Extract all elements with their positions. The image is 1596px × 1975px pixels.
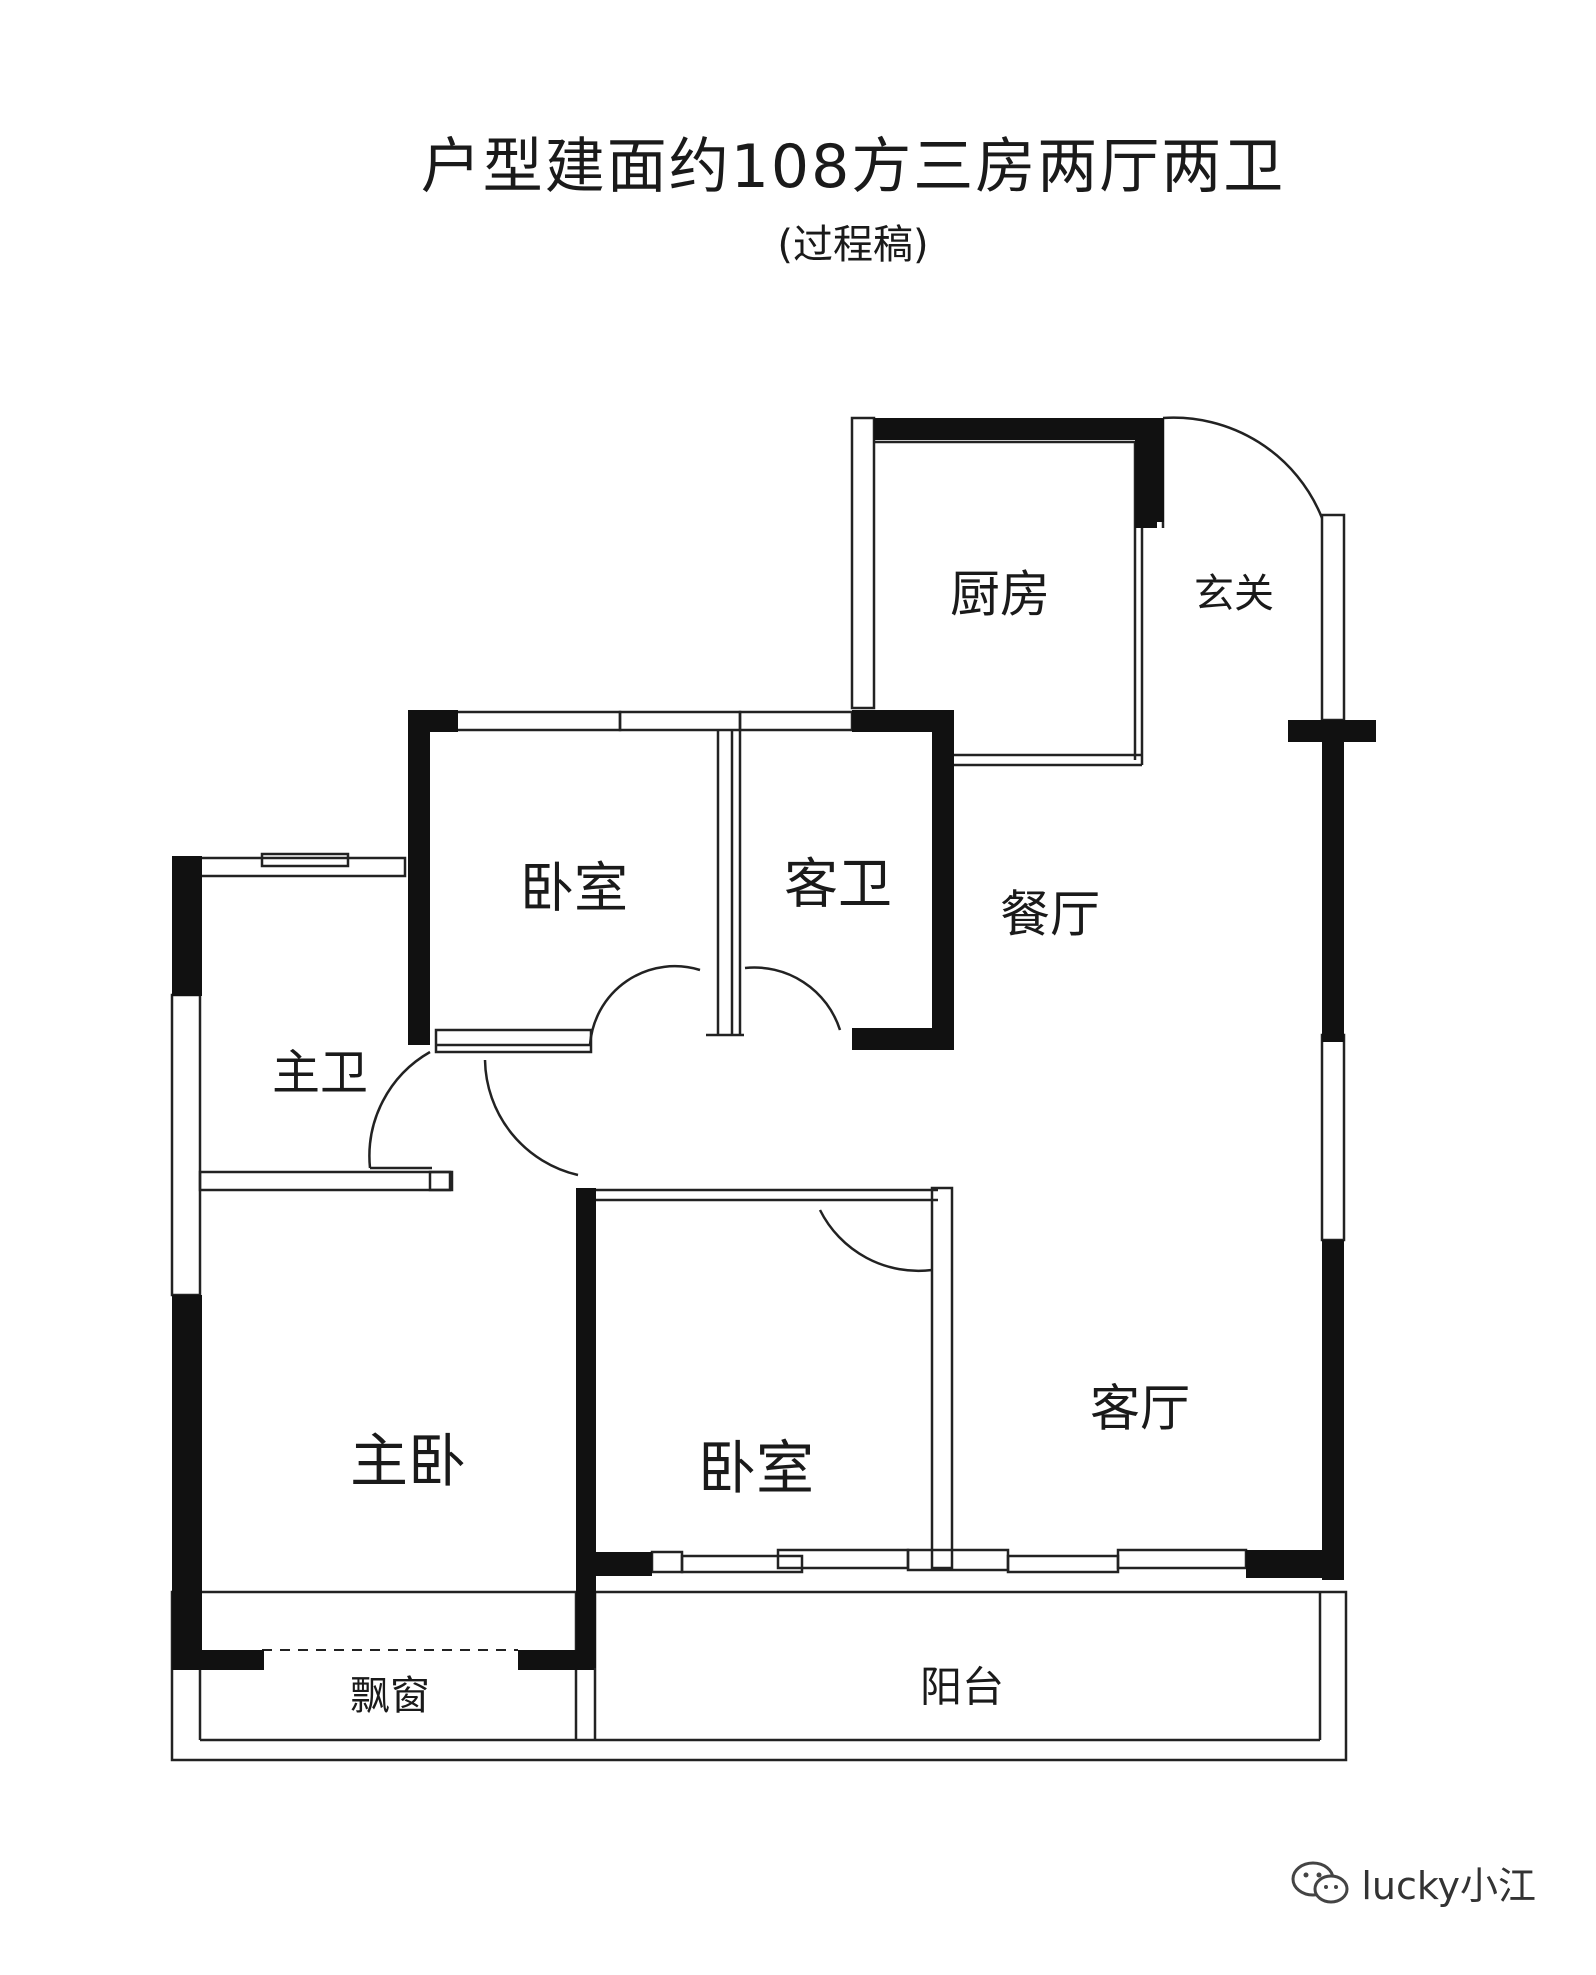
room-label-bedroom-south: 卧室: [698, 1434, 814, 1502]
entrance-door-arc: [1162, 416, 1324, 519]
guest-bath-door-arc: [744, 966, 842, 1031]
room-label-guest-bath: 客卫: [784, 853, 892, 916]
room-label-living: 客厅: [1090, 1380, 1190, 1438]
room-label-dining: 餐厅: [1000, 886, 1100, 944]
wechat-icon: [1291, 1861, 1349, 1903]
kitchen-wall: [850, 416, 876, 710]
watermark-text: lucky小江: [1361, 1864, 1536, 1908]
room-label-bay-window: 飘窗: [350, 1673, 430, 1719]
room-label-entrance: 玄关: [1194, 571, 1274, 617]
bath-door-arc: [368, 1050, 431, 1169]
plan-title: 户型建面约108方三房两厅两卫: [420, 132, 1286, 202]
watermark: lucky小江: [1291, 1855, 1536, 1910]
room-label-balcony: 阳台: [920, 1663, 1004, 1712]
room-label-master-bath: 主卫: [272, 1045, 368, 1101]
plan-subtitle: (过程稿): [777, 222, 929, 268]
outer-boundary: [170, 1590, 1348, 1762]
bedroom-north-door-arc: [588, 964, 701, 1046]
room-label-kitchen: 厨房: [950, 566, 1050, 624]
corridor-door-arc: [483, 1059, 579, 1177]
room-label-bedroom-north: 卧室: [520, 857, 628, 920]
room-label-master-bedroom: 主卧: [350, 1427, 466, 1495]
bedroom-south-door-arc: [818, 1209, 933, 1273]
